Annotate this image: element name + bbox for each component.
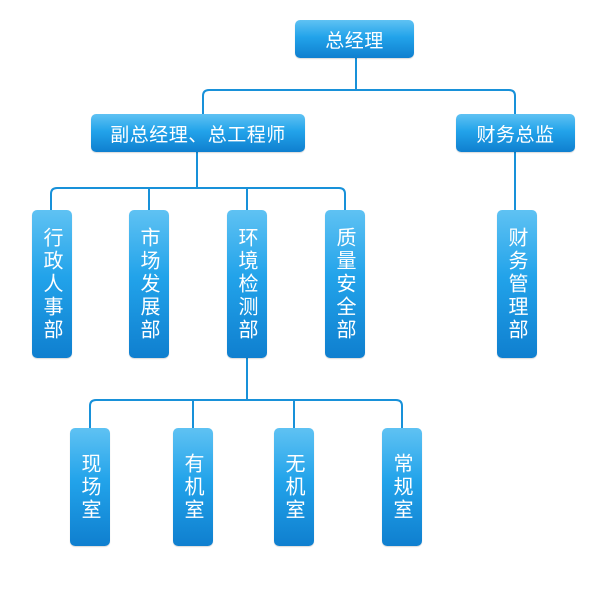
dept-quality-safety-box: 质量安全部 — [325, 210, 365, 358]
lab-field-label: 现场室 — [78, 452, 102, 522]
ceo-label: 总经理 — [325, 29, 384, 52]
dept-marketing-label: 市场发展部 — [137, 226, 161, 342]
deputy-box: 副总经理、总工程师 — [91, 114, 305, 152]
finance-director-box: 财务总监 — [456, 114, 575, 152]
dept-finance-mgmt-label: 财务管理部 — [505, 226, 529, 342]
lab-organic-box: 有机室 — [173, 428, 213, 546]
dept-env-testing-box: 环境检测部 — [227, 210, 267, 358]
finance-director-label: 财务总监 — [476, 123, 555, 146]
dept-marketing-box: 市场发展部 — [129, 210, 169, 358]
lab-inorganic-label: 无机室 — [282, 452, 306, 522]
deputy-label: 副总经理、总工程师 — [110, 123, 286, 146]
dept-admin-box: 行政人事部 — [32, 210, 72, 358]
dept-admin-label: 行政人事部 — [40, 226, 64, 342]
lab-routine-box: 常规室 — [382, 428, 422, 546]
lab-inorganic-box: 无机室 — [274, 428, 314, 546]
connector-dept-bus — [50, 187, 346, 212]
dept-env-testing-label: 环境检测部 — [235, 226, 259, 342]
dept-finance-mgmt-box: 财务管理部 — [497, 210, 537, 358]
ceo-box: 总经理 — [295, 20, 414, 58]
lab-routine-label: 常规室 — [390, 452, 414, 522]
lab-organic-label: 有机室 — [181, 452, 205, 522]
connector-level2-bus — [202, 89, 516, 116]
lab-field-box: 现场室 — [70, 428, 110, 546]
connector-lab-bus — [89, 399, 403, 430]
dept-quality-safety-label: 质量安全部 — [333, 226, 357, 342]
